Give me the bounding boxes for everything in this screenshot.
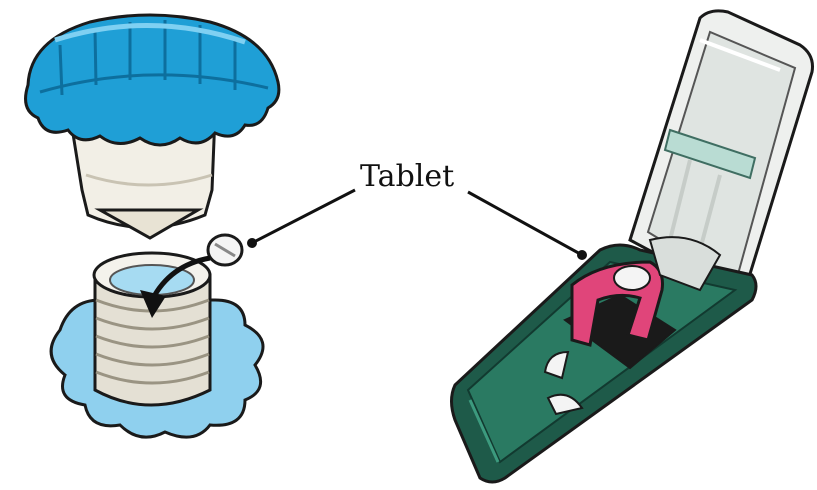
tablet-icon	[206, 233, 244, 267]
tablet-in-holder	[613, 265, 651, 291]
splitter-base	[450, 243, 758, 484]
splitter-tablet-holder	[563, 260, 677, 370]
crusher-base	[49, 251, 265, 439]
split-tablet-halves	[543, 350, 584, 416]
callout-line-left	[251, 188, 356, 245]
callout-dot-right	[577, 250, 587, 260]
pill-splitter-icon	[450, 9, 814, 484]
callout-dot-left	[247, 238, 257, 248]
callout-label: Tablet	[360, 159, 454, 194]
tablet-callout: Tablet	[247, 159, 587, 260]
crusher-cap	[24, 13, 281, 240]
pill-crusher-icon	[24, 13, 281, 439]
splitter-lid	[628, 9, 814, 303]
callout-line-right	[467, 190, 583, 257]
curved-arrow-icon	[140, 255, 211, 318]
